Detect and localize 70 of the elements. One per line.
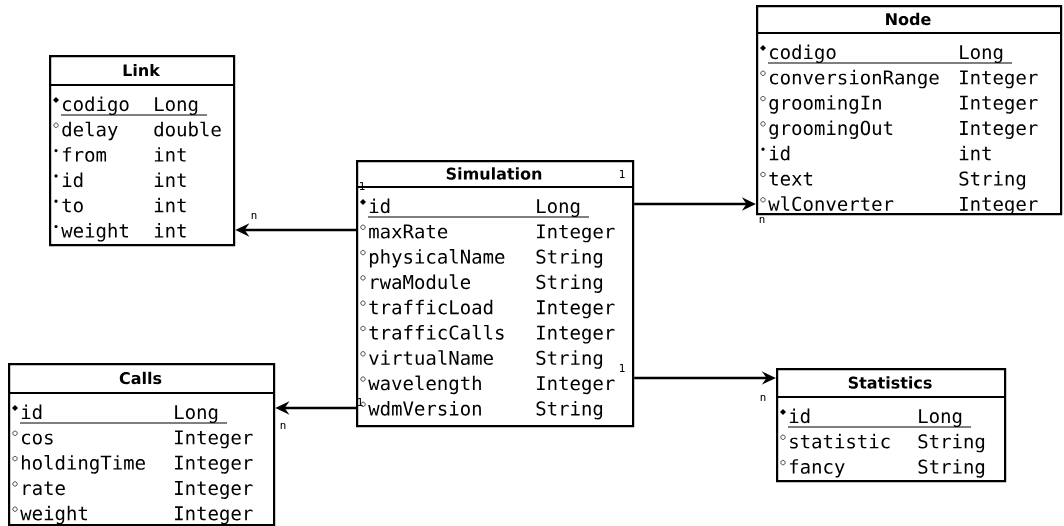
entity-name: Statistics — [848, 376, 932, 389]
attribute-name: groomingIn — [769, 95, 881, 114]
attribute-name: text — [769, 172, 813, 186]
attribute-name: fancy — [790, 459, 845, 478]
attribute-name: id — [21, 404, 42, 420]
attribute-type: Long — [155, 97, 198, 116]
attribute-name: virtualName — [369, 350, 493, 366]
attribute-type: Integer — [537, 325, 615, 344]
attribute-type: Long — [175, 405, 218, 424]
attribute-type: String — [959, 171, 1026, 190]
attribute-type: double — [154, 121, 221, 137]
attribute-type: Long — [919, 409, 962, 428]
attribute-name: codigo — [63, 96, 129, 116]
attribute-name: rate — [23, 481, 65, 496]
attribute-type: Integer — [537, 300, 615, 319]
attribute-name: id — [769, 145, 790, 161]
attribute-name: id — [62, 172, 83, 188]
multiplicity-label: 1 — [358, 398, 363, 406]
attribute-type: int — [154, 172, 186, 187]
attribute-name: statistic — [790, 433, 890, 449]
attribute-name: wlConverter — [768, 196, 894, 212]
entity-name: Link — [123, 63, 161, 77]
attribute-name: trafficLoad — [369, 299, 493, 315]
attribute-type: Integer — [537, 224, 615, 243]
multiplicity-label: 1 — [620, 364, 625, 372]
attribute-type: int — [959, 145, 991, 161]
attribute-name: physicalName — [369, 249, 505, 268]
attribute-type: String — [536, 274, 603, 293]
attribute-type: Integer — [960, 70, 1038, 89]
attribute-name: id — [789, 408, 810, 424]
attribute-type: String — [536, 400, 603, 420]
entity-name: Calls — [119, 371, 162, 385]
attribute-name: trafficCalls — [369, 324, 504, 340]
attribute-type: String — [918, 433, 985, 453]
attribute-type: int — [154, 147, 186, 162]
attribute-type: int — [154, 197, 186, 213]
attribute-name: id — [369, 198, 390, 214]
attribute-type: Integer — [960, 121, 1038, 139]
attribute-name: to — [62, 198, 83, 213]
multiplicity-label: n — [251, 212, 257, 220]
attribute-name: cos — [22, 433, 53, 445]
entity-name: Node — [886, 12, 931, 26]
entity-name: Simulation — [446, 167, 542, 180]
attribute-type: Integer — [175, 430, 253, 449]
attribute-type: int — [154, 223, 186, 238]
attribute-type: Long — [537, 199, 580, 218]
attribute-type: String — [918, 459, 985, 478]
attribute-type: Integer — [537, 376, 615, 395]
multiplicity-label: n — [760, 394, 766, 402]
attribute-name: conversionRange — [770, 69, 939, 89]
attribute-type: Long — [960, 45, 1003, 64]
attribute-name: wavelength — [368, 375, 481, 395]
attribute-name: maxRate — [369, 224, 448, 239]
attribute-type: Integer — [960, 196, 1038, 215]
attribute-name: from — [63, 147, 107, 162]
attribute-name: holdingTime — [22, 455, 145, 474]
attribute-name: wdmVersion — [368, 400, 481, 416]
attribute-name: weight — [20, 505, 87, 525]
attribute-name: groomingOut — [769, 120, 893, 139]
attribute-type: String — [536, 249, 603, 268]
multiplicity-label: 1 — [620, 170, 625, 178]
attribute-name: weight — [61, 223, 128, 242]
attribute-type: Integer — [175, 455, 253, 474]
attribute-name: codigo — [770, 44, 836, 64]
attribute-name: rwaModule — [371, 274, 471, 290]
attribute-type: Integer — [175, 481, 253, 499]
attribute-type: Integer — [960, 95, 1038, 114]
attribute-name: delay — [62, 121, 118, 141]
attribute-type: String — [536, 350, 603, 369]
attribute-type: Integer — [175, 506, 253, 525]
